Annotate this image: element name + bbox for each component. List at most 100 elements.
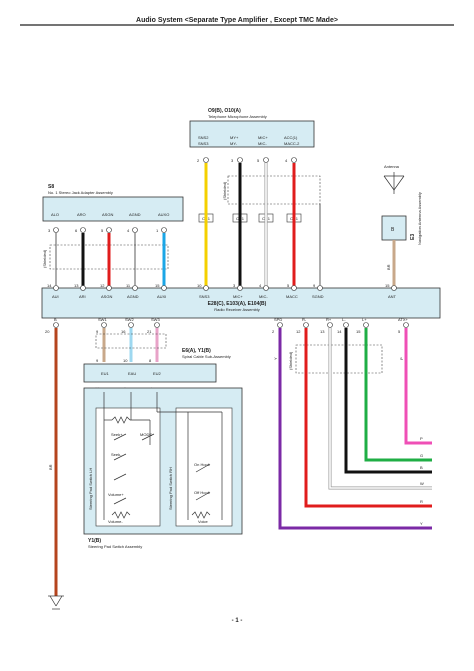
receiver-top-pins <box>53 285 397 291</box>
btn-off-hook: Off Hook <box>194 490 210 495</box>
rx-top-sns3: SNS3 <box>199 294 210 299</box>
rx-num-15b: 15 <box>385 283 390 288</box>
rx-bnum-15: 15 <box>356 329 361 334</box>
rx-bot-spd: SPD <box>274 317 282 322</box>
rh-switch-circuit <box>156 392 223 520</box>
rx-bnum-5: 5 <box>398 329 401 334</box>
wire-lm-black <box>344 328 432 474</box>
rx-num-9: 9 <box>313 283 316 288</box>
rx-num-13: 13 <box>74 283 79 288</box>
spiral-pin-eu2: EU2 <box>153 371 162 376</box>
mic-name: Telephone Microphone Assembly <box>208 114 267 119</box>
mic-pin-micp: MIC+ <box>258 135 268 140</box>
spiral-cable-box <box>83 363 217 383</box>
jack-shield-label: (Shielded) <box>42 249 47 268</box>
rx-top-agnd: AGND <box>127 294 139 299</box>
rx-top-ant: ANT <box>388 294 397 299</box>
wire-label-r: R <box>420 499 423 504</box>
rx-bot-rm: R- <box>302 317 307 322</box>
rx-num-4: 4 <box>259 283 262 288</box>
rx-num-3: 3 <box>233 283 236 288</box>
rx-bot-b: B <box>54 317 57 322</box>
wire-label-p: P <box>420 436 423 441</box>
wire-rp-white-inner <box>329 328 432 489</box>
antenna-name: Navigation Antenna Assembly <box>417 192 422 245</box>
rx-bot-lp: L+ <box>362 317 367 322</box>
jack-code: S8 <box>48 184 54 190</box>
page-title: Audio System <Separate Type Amplifier , … <box>136 17 338 24</box>
rx-num-15a: 15 <box>155 283 160 288</box>
jack-num-1: 3 <box>48 228 51 233</box>
rx-num-11: 11 <box>126 283 131 288</box>
jack-num-3: 5 <box>101 228 104 233</box>
rx-bnum-14: 14 <box>337 329 342 334</box>
spd-wire-label: Y <box>273 357 278 360</box>
antenna-label: Antenna <box>384 164 400 169</box>
jack-adapter-box <box>42 196 184 222</box>
mic-pin-sns2: SNS2 <box>198 135 209 140</box>
jack-num-4: 4 <box>127 228 130 233</box>
rx-bnum-21: 21 <box>147 329 152 334</box>
page-number: - 1 - <box>232 618 243 624</box>
mic-pin-myp: MY+ <box>230 135 239 140</box>
jack-pin-row <box>53 227 167 233</box>
rx-bot-rp: R+ <box>326 317 332 322</box>
mic-code: O9(B), O10(A) <box>208 108 241 114</box>
speaker-shield-label: (Shielded) <box>288 351 293 370</box>
jack-num-2: 6 <box>75 228 78 233</box>
spiral-pin-eau: EAU <box>128 371 136 376</box>
rx-bnum-13: 13 <box>320 329 325 334</box>
lh-switch-circuit <box>103 392 155 520</box>
antenna-code: E3 <box>410 234 416 240</box>
rx-bot-sw3: SW3 <box>151 317 160 322</box>
wire-label-g: G <box>420 453 423 458</box>
spiral-name: Spiral Cable Sub-Assembly <box>182 354 231 359</box>
rx-top-macc: MACC <box>286 294 298 299</box>
mic-connector-row: CC1 CC1 CC1 CC1 <box>198 213 302 223</box>
mic-pin-micm: MIC- <box>258 141 267 146</box>
rx-bnum-2: 2 <box>272 329 275 334</box>
switch-rh-label: Steering Pad Switch RH <box>168 467 173 510</box>
rx-num-14: 14 <box>47 283 52 288</box>
rx-top-micm: MIC- <box>259 294 268 299</box>
mic-num-2: 3 <box>231 158 234 163</box>
radio-receiver-box <box>41 287 441 319</box>
rx-bnum-20: 20 <box>45 329 50 334</box>
mic-shield-box <box>227 175 321 205</box>
spiral-pin-eu1: EU1 <box>101 371 110 376</box>
mic-pin-mym: MY- <box>230 141 238 146</box>
jack-pin-alo: ALO <box>51 212 59 217</box>
btn-voice: Voice <box>198 519 209 524</box>
mic-shield-label: (Shielded) <box>222 181 227 200</box>
spiral-n-9: 9 <box>96 358 99 363</box>
mic-pin-macc: MACC-2 <box>284 141 300 146</box>
sw-shield-box <box>95 333 167 349</box>
antenna-pin-b: B <box>391 227 395 233</box>
wire-lp-green <box>364 328 432 462</box>
jack-pin-asgn: ASGN <box>102 212 113 217</box>
rx-num-10: 10 <box>197 283 202 288</box>
mic-pin-acc: ACC(1) <box>284 135 298 140</box>
rx-top-auxi: AUXI <box>157 294 166 299</box>
rx-top-ari: ARI <box>79 294 86 299</box>
antenna-wire-label: BR <box>386 264 391 270</box>
btn-volume-plus: Volume+ <box>108 492 124 497</box>
btn-mode: MODE <box>140 432 152 437</box>
switch-lh-label: Steering Pad Switch LH <box>88 468 93 510</box>
rx-bot-sw1: SW1 <box>98 317 107 322</box>
switch-code: Y1(B) <box>88 538 101 544</box>
rx-bnum-16: 16 <box>121 329 126 334</box>
rx-top-micp: MIC+ <box>233 294 243 299</box>
mic-pin-row-top <box>203 157 297 163</box>
wire-label-b: B <box>420 465 423 470</box>
antenna-box <box>381 215 407 241</box>
btn-volume-minus: Volume- <box>108 519 123 524</box>
rx-bot-sw2: SW2 <box>125 317 134 322</box>
wire-atx-pink <box>404 328 432 445</box>
jack-num-5: 1 <box>156 228 159 233</box>
receiver-bottom-pins <box>53 322 409 328</box>
rx-bnum-12: 12 <box>296 329 301 334</box>
antenna-icon <box>383 172 405 194</box>
mic-num-4: 4 <box>285 158 288 163</box>
